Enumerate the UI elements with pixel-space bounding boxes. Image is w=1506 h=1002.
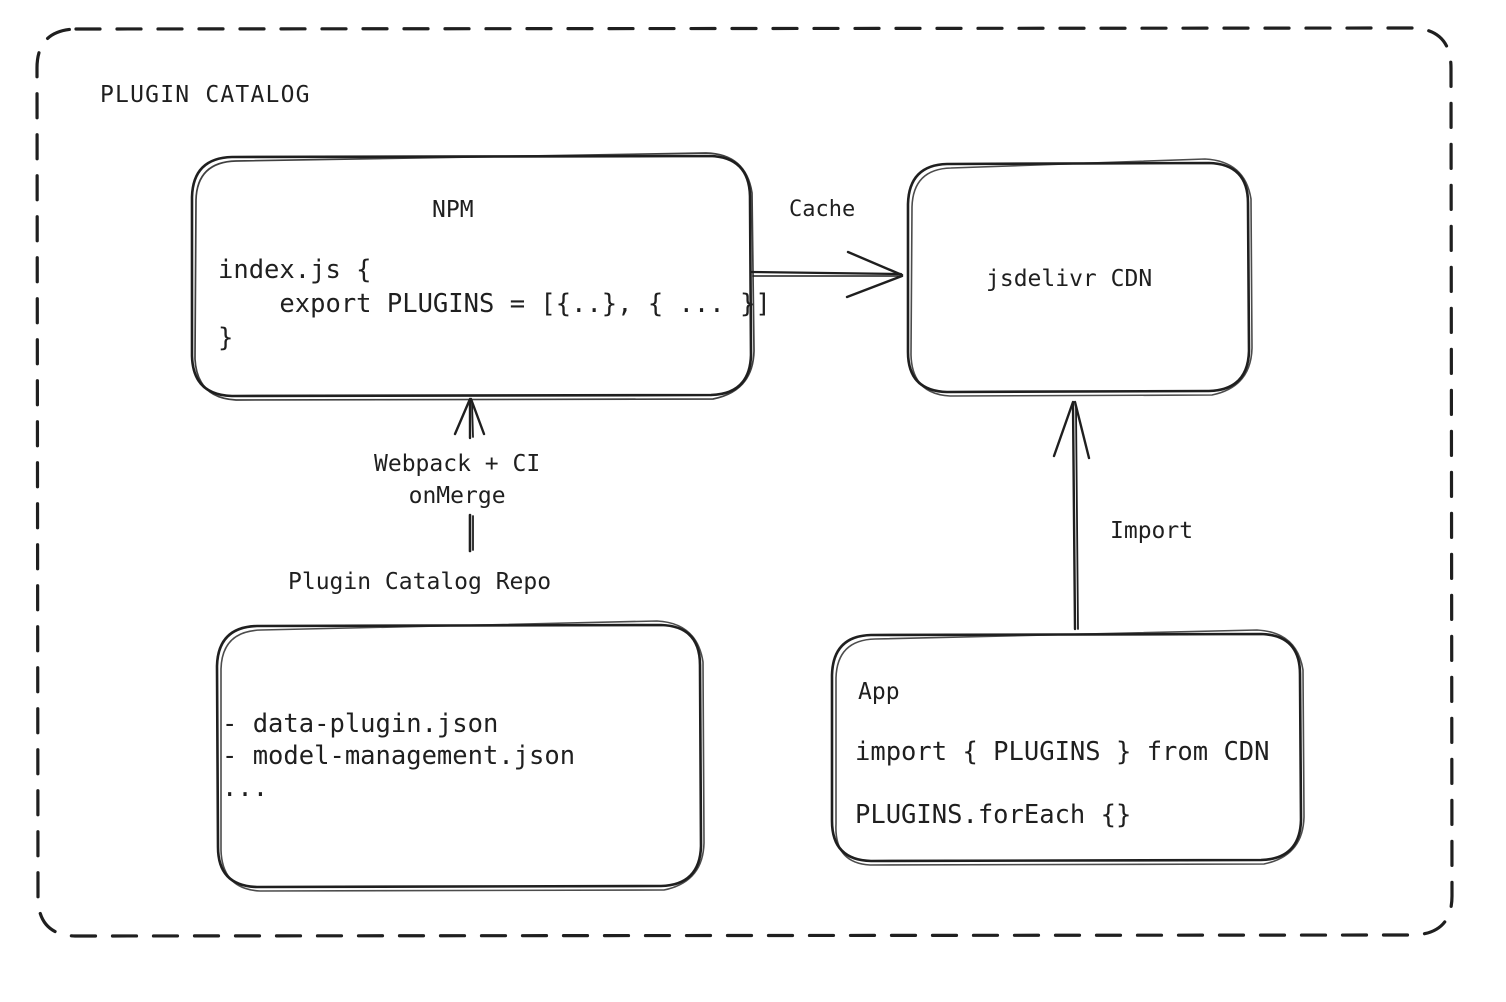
app-node-title: App: [858, 679, 900, 705]
npm-node-shape: [190, 152, 755, 401]
npm-node-title: NPM: [432, 197, 474, 223]
app-node-shape: [830, 629, 1305, 866]
group-title: PLUGIN CATALOG: [100, 82, 311, 108]
app-node-foreach-line: PLUGINS.forEach {}: [855, 800, 1132, 830]
repo-node-shape: [215, 620, 705, 892]
edge-repo-to-npm: [453, 397, 486, 553]
repo-node-files: - data-plugin.json - model-management.js…: [222, 709, 576, 803]
edge-app-to-cdn: [1052, 400, 1091, 631]
plugin-catalog-group-border: [35, 26, 1454, 938]
edge-npm-to-cdn: [750, 250, 904, 299]
npm-node-code: index.js { export PLUGINS = [{..}, { ...…: [218, 255, 771, 353]
edge-label-import: Import: [1110, 518, 1194, 544]
cdn-node-shape: [906, 158, 1253, 397]
edge-label-webpack-ci: Webpack + CI onMerge: [374, 451, 541, 509]
cdn-node-title: jsdelivr CDN: [986, 266, 1153, 292]
edge-label-cache: Cache: [789, 197, 856, 222]
repo-node-label: Plugin Catalog Repo: [288, 569, 552, 595]
app-node-import-line: import { PLUGINS } from CDN: [855, 737, 1270, 767]
